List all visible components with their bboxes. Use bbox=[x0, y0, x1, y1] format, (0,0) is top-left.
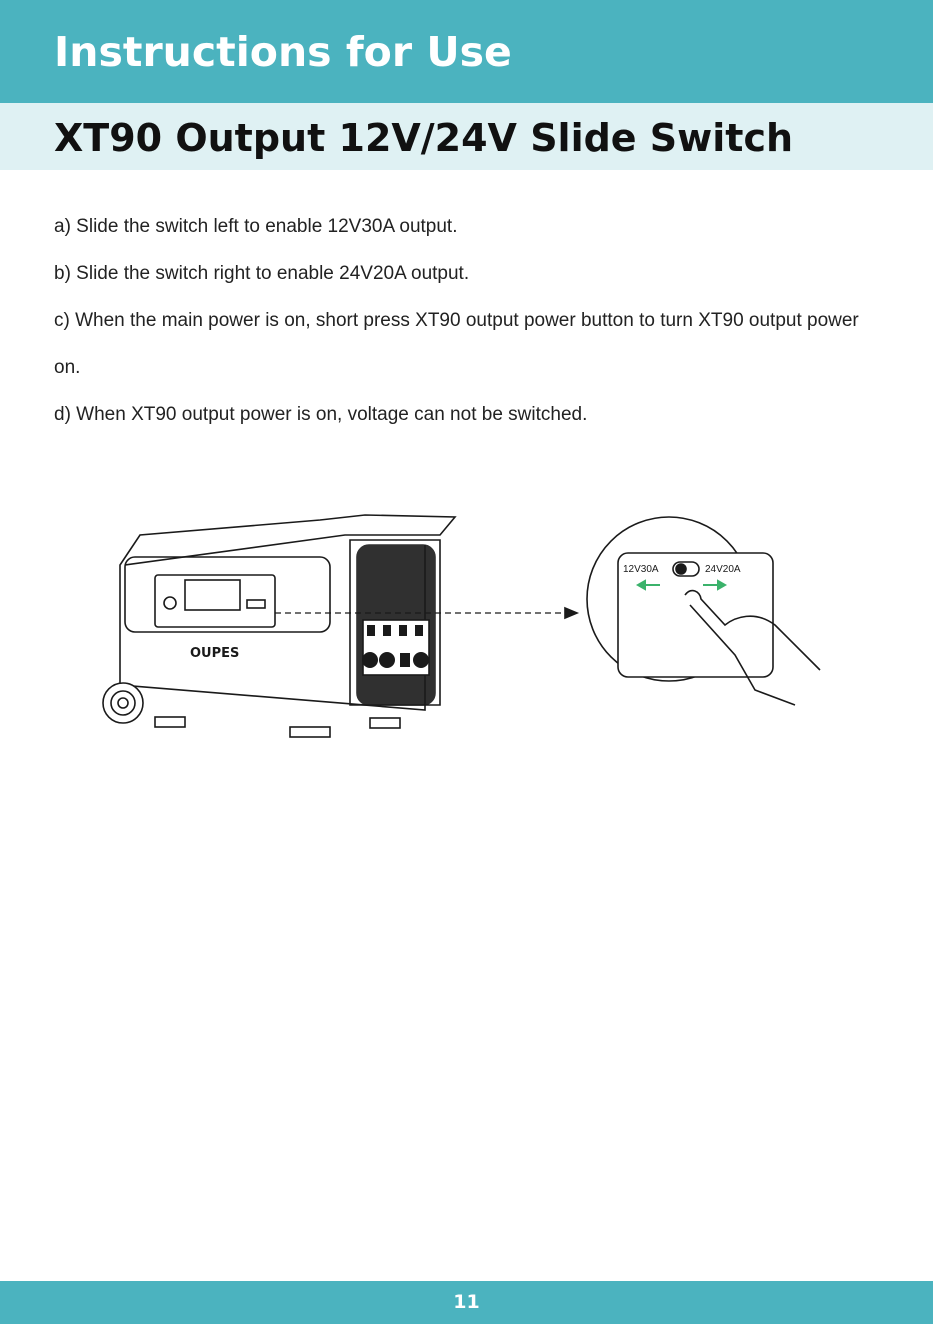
step-a: a) Slide the switch left to enable 12V30… bbox=[54, 216, 458, 237]
section-bar bbox=[0, 103, 933, 170]
switch-left-label: 12V30A bbox=[623, 564, 659, 575]
switch-zoom bbox=[586, 516, 821, 706]
arrow-right-icon bbox=[703, 579, 728, 591]
power-station-illustration: OUPES 12V30A 24V20A bbox=[102, 514, 821, 738]
page-number: 11 bbox=[453, 1291, 480, 1313]
step-c: c) When the main power is on, short pres… bbox=[54, 310, 859, 378]
power-station-image bbox=[102, 514, 580, 738]
arrow-left-icon bbox=[635, 579, 660, 591]
footer-bar: 11 bbox=[0, 1281, 933, 1324]
header-bar: Instructions for Use bbox=[0, 0, 933, 103]
step-d: d) When XT90 output power is on, voltage… bbox=[54, 404, 588, 425]
page-title: Instructions for Use bbox=[54, 28, 512, 76]
section-title: XT90 Output 12V/24V Slide Switch bbox=[54, 116, 794, 160]
switch-right-label: 24V20A bbox=[705, 564, 741, 575]
step-b: b) Slide the switch right to enable 24V2… bbox=[54, 263, 470, 284]
instruction-list: a) Slide the switch left to enable 12V30… bbox=[54, 203, 874, 438]
brand-logo: OUPES bbox=[190, 646, 239, 661]
